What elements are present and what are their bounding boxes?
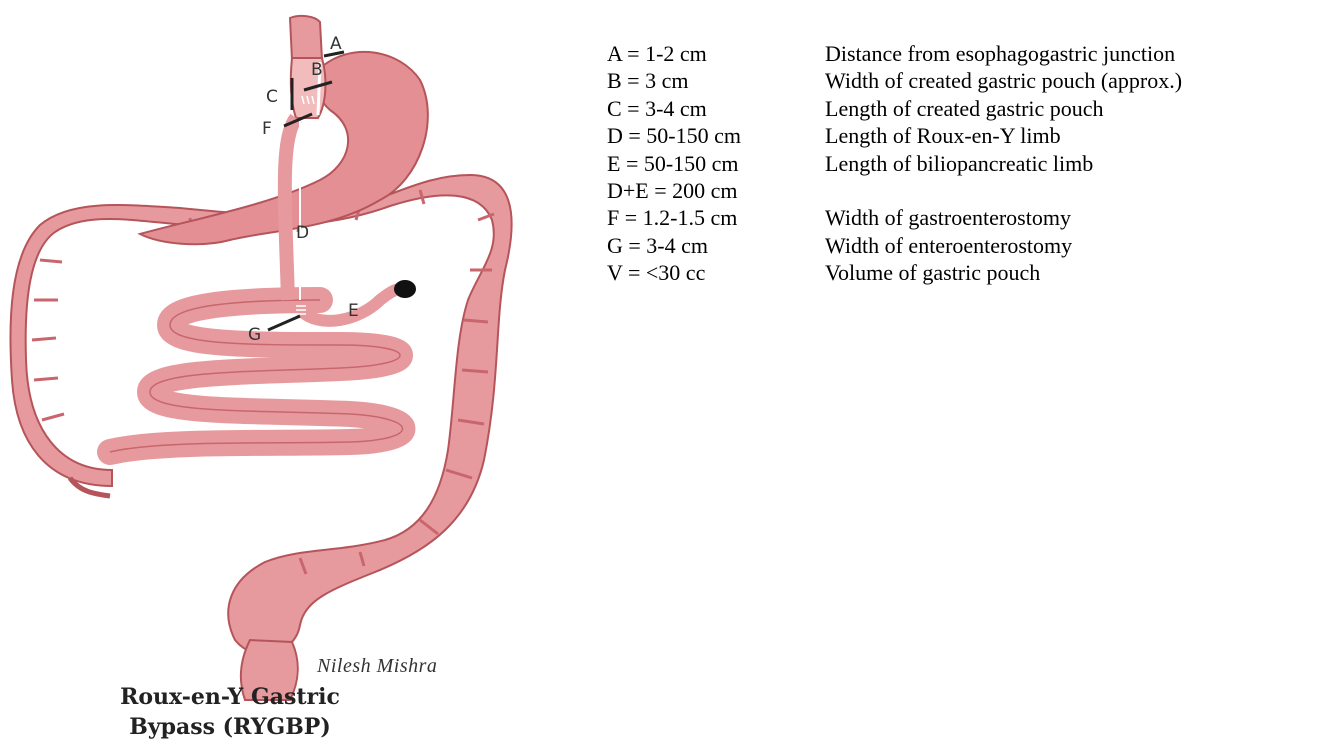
legend-description: Volume of gastric pouch bbox=[825, 259, 1040, 286]
legend-description: Width of gastroenterostomy bbox=[825, 204, 1071, 231]
label-g: G bbox=[248, 325, 261, 345]
legend-description: Width of enteroenterostomy bbox=[825, 232, 1072, 259]
caption-line-1: Roux-en-Y Gastric bbox=[80, 682, 380, 712]
label-d: D bbox=[296, 223, 309, 243]
diagram-caption: Roux-en-Y Gastric Bypass (RYGBP) bbox=[80, 682, 380, 742]
label-c: C bbox=[266, 87, 278, 107]
small-bowel-loops bbox=[110, 300, 403, 452]
legend-description: Length of biliopancreatic limb bbox=[825, 150, 1093, 177]
legend-description: Distance from esophagogastric junction bbox=[825, 40, 1175, 67]
legend-description: Width of created gastric pouch (approx.) bbox=[825, 67, 1182, 94]
small-intestine bbox=[110, 300, 403, 452]
legend-description: Length of Roux-en-Y limb bbox=[825, 122, 1061, 149]
legend-key: D = 50-150 cm bbox=[607, 122, 825, 149]
caption-line-2: Bypass (RYGBP) bbox=[80, 712, 380, 742]
legend-key: B = 3 cm bbox=[607, 67, 825, 94]
legend-key: A = 1-2 cm bbox=[607, 40, 825, 67]
legend-key: E = 50-150 cm bbox=[607, 150, 825, 177]
legend-row: D+E = 200 cm bbox=[607, 177, 1182, 204]
legend-key: G = 3-4 cm bbox=[607, 232, 825, 259]
label-b: B bbox=[311, 60, 323, 80]
label-a: A bbox=[330, 34, 342, 54]
arrow-g bbox=[268, 316, 300, 330]
legend-key: V = <30 cc bbox=[607, 259, 825, 286]
limb-blind-end bbox=[394, 280, 416, 298]
legend-key: C = 3-4 cm bbox=[607, 95, 825, 122]
artist-signature: Nilesh Mishra bbox=[317, 655, 437, 678]
label-e: E bbox=[348, 301, 359, 321]
legend-key: F = 1.2-1.5 cm bbox=[607, 204, 825, 231]
rygb-illustration: A B C F D E G bbox=[0, 0, 540, 749]
anatomy-diagram: A B C F D E G bbox=[0, 0, 540, 749]
legend-key: D+E = 200 cm bbox=[607, 177, 825, 204]
legend-description: Length of created gastric pouch bbox=[825, 95, 1104, 122]
label-f: F bbox=[262, 119, 272, 139]
